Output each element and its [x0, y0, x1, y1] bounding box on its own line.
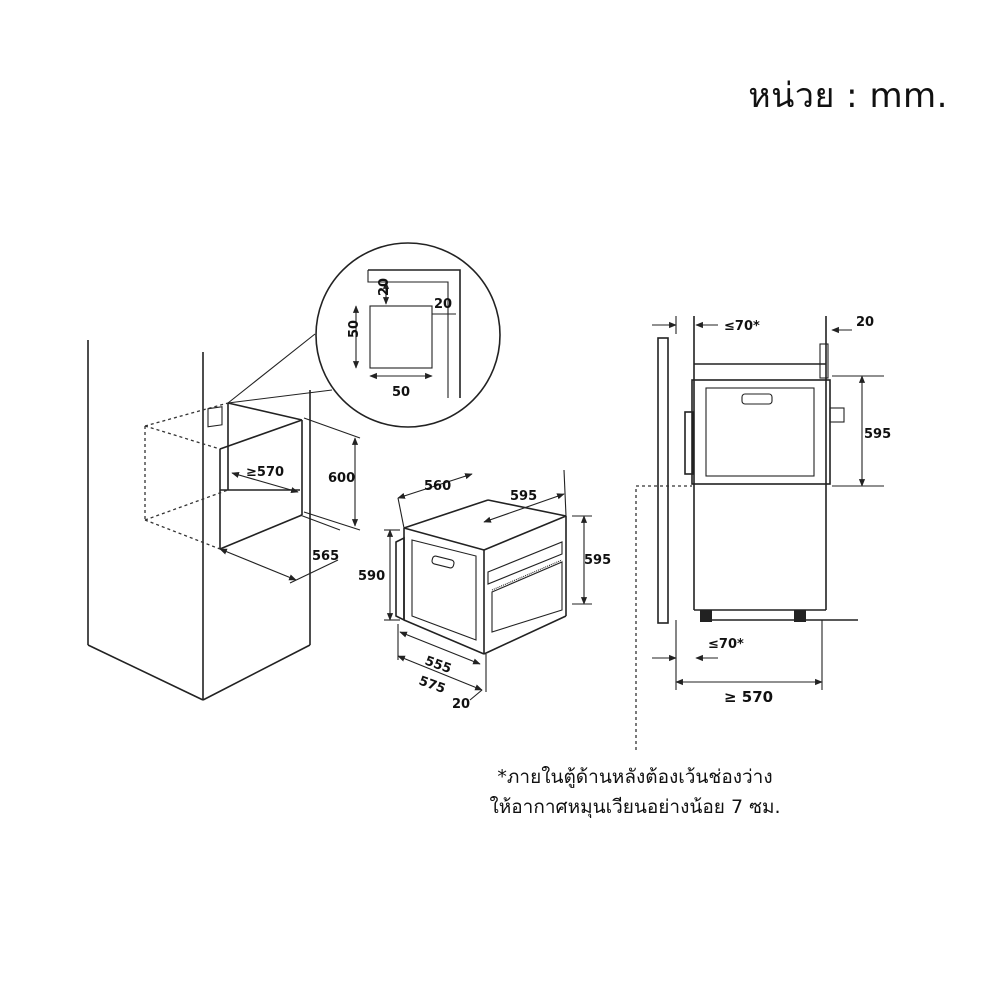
note-line-1: *ภายในตู้ด้านหลังต้องเว้นช่องว่าง [497, 766, 773, 788]
detail-height-20: 20 [377, 278, 392, 296]
side-width-570-label: ≥ 570 [724, 688, 773, 706]
oven-front-height-label: 590 [358, 569, 385, 584]
detail-height-50: 50 [347, 320, 362, 338]
oven-depth-top-label: 560 [424, 479, 451, 494]
vent-detail: 20 20 50 50 [227, 242, 501, 428]
oven-offset-20-label: 20 [452, 697, 470, 712]
side-height-595-label: 595 [864, 427, 891, 442]
side-view-drawing: ≤70* 20 595 ≤70* ≥ 570 [635, 315, 891, 750]
side-top-20-label: 20 [856, 315, 874, 330]
oven-drawing: 560 595 590 595 555 575 20 [358, 469, 611, 712]
cabinet-drawing: ≥570 600 565 [87, 340, 361, 701]
detail-width-20: 20 [434, 297, 452, 312]
unit-label: หน่วย : mm. [748, 76, 948, 116]
oven-width-label: 595 [510, 489, 537, 504]
side-bottom-gap-label: ≤70* [708, 637, 744, 652]
cabinet-depth-label: 565 [312, 549, 339, 564]
oven-depth-575-label: 575 [417, 674, 448, 697]
ventilation-note: *ภายในตู้ด้านหลังต้องเว้นช่องว่าง ให้อาก… [420, 762, 850, 822]
cabinet-width-label: ≥570 [246, 465, 284, 480]
detail-width-50: 50 [392, 385, 410, 400]
cabinet-height-label: 600 [328, 471, 355, 486]
oven-height-label: 595 [584, 553, 611, 568]
note-line-2: ให้อากาศหมุนเวียนอย่างน้อย 7 ซม. [489, 796, 781, 818]
oven-depth-555-label: 555 [423, 654, 454, 677]
side-top-gap-label: ≤70* [724, 319, 760, 334]
